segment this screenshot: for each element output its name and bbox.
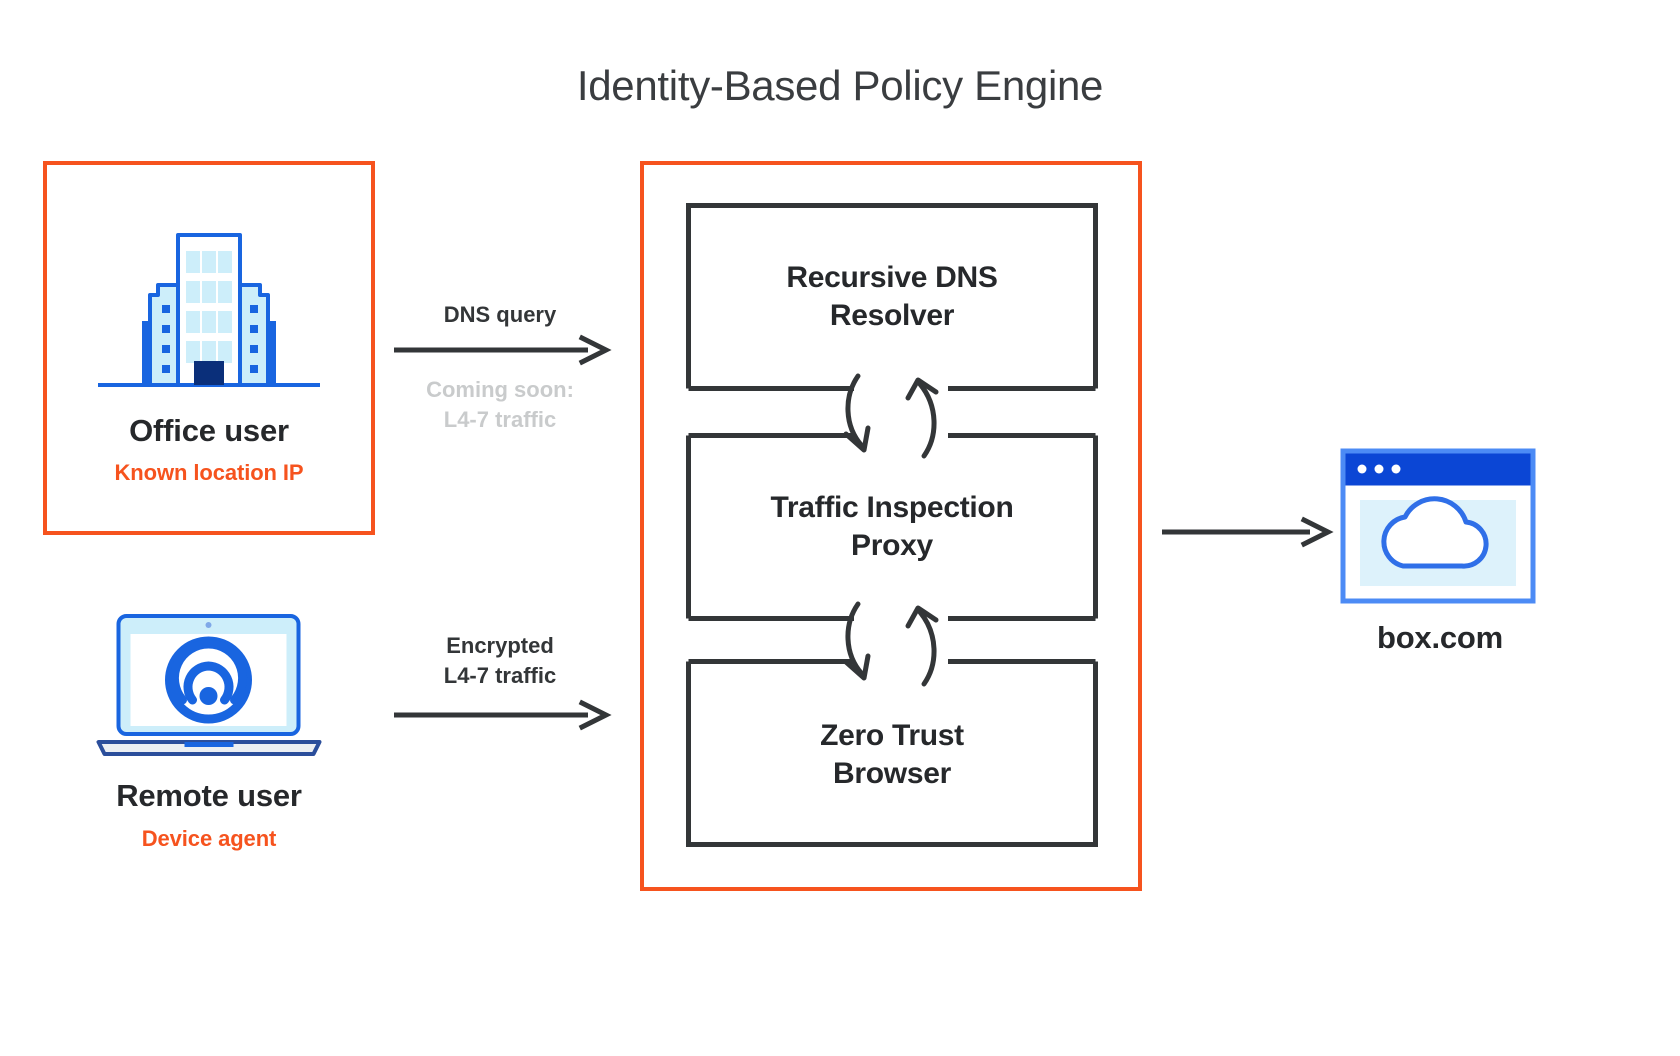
dns-query-flow: DNS query xyxy=(385,300,615,330)
traffic-inspection-proxy-label: Traffic Inspection Proxy xyxy=(770,491,1014,562)
remote-user-name: Remote user xyxy=(116,778,302,813)
connector-up-icon xyxy=(917,381,937,459)
egress-arrow-icon xyxy=(1160,512,1340,552)
laptop-wifi-icon xyxy=(87,608,332,768)
dns-query-coming-soon: Coming soon: L4-7 traffic xyxy=(385,375,615,434)
traffic-inspection-proxy-box[interactable]: Traffic Inspection Proxy xyxy=(686,433,1098,621)
office-user-name: Office user xyxy=(129,413,289,448)
office-user-sublabel: Known location IP xyxy=(114,460,304,485)
office-user-card[interactable]: Office user Known location IP xyxy=(43,161,375,535)
dns-query-label: DNS query xyxy=(443,302,557,327)
connector-proxy-to-browser xyxy=(838,598,948,690)
destination-label: box.com xyxy=(1376,620,1504,655)
remote-user-sublabel: Device agent xyxy=(141,826,277,851)
recursive-dns-resolver-box[interactable]: Recursive DNS Resolver xyxy=(686,203,1098,391)
connector-down-icon xyxy=(845,601,865,677)
page-title: Identity-Based Policy Engine xyxy=(576,62,1104,109)
encrypted-traffic-label: Encrypted L4-7 traffic xyxy=(443,633,557,688)
recursive-dns-resolver-label: Recursive DNS Resolver xyxy=(786,261,998,332)
connector-dns-to-proxy xyxy=(838,370,948,462)
connector-down-icon xyxy=(845,373,865,449)
browser-cloud-icon xyxy=(1340,448,1536,604)
encrypted-flow: Encrypted L4-7 traffic xyxy=(385,631,615,690)
zero-trust-browser-box[interactable]: Zero Trust Browser xyxy=(686,659,1098,847)
connector-up-icon xyxy=(917,609,937,687)
coming-soon-label: Coming soon: L4-7 traffic xyxy=(426,377,574,432)
office-building-icon xyxy=(84,199,334,399)
remote-user-block[interactable]: Remote user Device agent xyxy=(43,608,375,908)
encrypted-traffic-arrow-icon xyxy=(392,695,617,735)
dns-query-arrow-icon xyxy=(392,330,617,370)
zero-trust-browser-label: Zero Trust Browser xyxy=(820,719,964,790)
